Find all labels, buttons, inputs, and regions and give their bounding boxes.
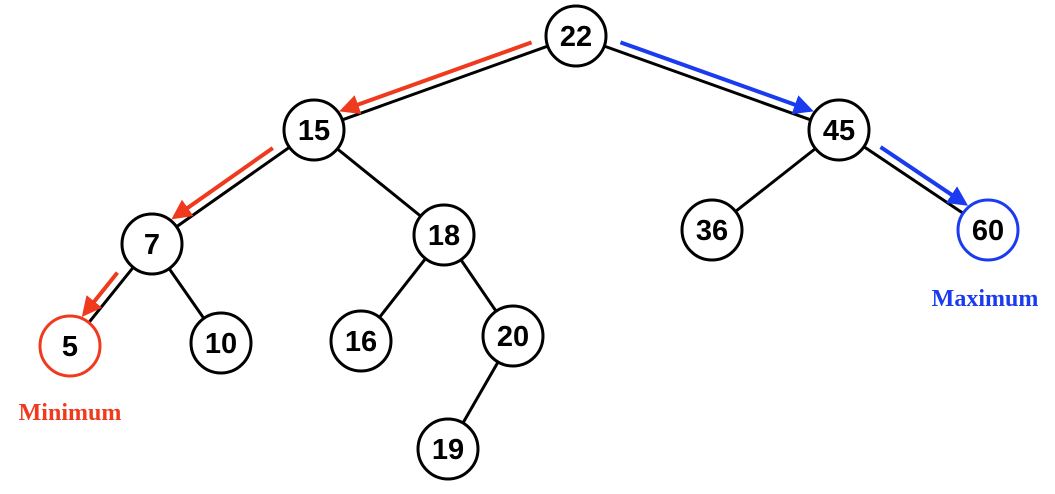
- node-19: 19: [416, 417, 480, 481]
- min-path-arrow: [339, 40, 533, 115]
- node-circle: [329, 309, 393, 373]
- edge-22-45: [575, 34, 840, 132]
- node-label: 16: [345, 326, 377, 358]
- maximum-label: Maximum: [932, 286, 1039, 312]
- node-22: 22: [544, 4, 608, 68]
- node-label: 19: [432, 434, 464, 466]
- node-20: 20: [481, 304, 545, 368]
- node-circle: [412, 203, 476, 267]
- node-7: 7: [120, 212, 184, 276]
- node-circle: [680, 198, 744, 262]
- node-label: 36: [696, 215, 728, 247]
- min-path-arrow: [171, 146, 274, 220]
- edge-15-7: [151, 128, 315, 246]
- node-18: 18: [412, 203, 476, 267]
- node-circle: [38, 314, 102, 378]
- edge-22-15: [313, 34, 577, 132]
- node-label: 7: [144, 229, 160, 261]
- node-label: 10: [205, 328, 237, 360]
- node-60: 60: [956, 198, 1020, 262]
- node-circle: [544, 4, 608, 68]
- tree-edges: [68, 34, 989, 450]
- node-circle: [481, 304, 545, 368]
- node-45: 45: [807, 98, 871, 162]
- min-path-arrow: [81, 271, 119, 317]
- node-36: 36: [680, 198, 744, 262]
- node-15: 15: [282, 98, 346, 162]
- node-16: 16: [329, 309, 393, 373]
- node-circle: [189, 311, 253, 375]
- node-label: 20: [497, 321, 529, 353]
- max-path-arrow: [619, 40, 814, 115]
- node-label: 15: [298, 115, 330, 147]
- node-5: 5: [38, 314, 102, 378]
- node-10: 10: [189, 311, 253, 375]
- node-label: 45: [823, 115, 855, 147]
- tree-nodes: 22 15 45 7 18 36 60 5 10 16 20 19: [38, 4, 1020, 481]
- max-path-arrow: [879, 145, 969, 206]
- node-label: 60: [972, 215, 1004, 247]
- node-circle: [416, 417, 480, 481]
- search-path-arrows: [81, 40, 969, 317]
- node-circle: [120, 212, 184, 276]
- node-circle: [807, 98, 871, 162]
- node-circle: [956, 198, 1020, 262]
- minimum-label: Minimum: [19, 400, 122, 426]
- node-label: 5: [62, 331, 78, 363]
- node-label: 18: [428, 220, 460, 252]
- node-label: 22: [560, 21, 592, 53]
- node-circle: [282, 98, 346, 162]
